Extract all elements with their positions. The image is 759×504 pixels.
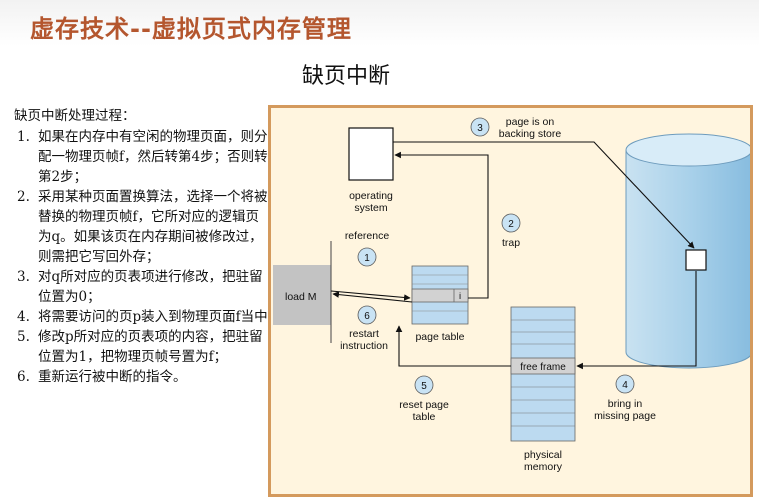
free-frame-label: free frame [520, 362, 566, 373]
step-marker-6: 6 [357, 305, 377, 325]
page-on-store-label-line1: page is on [506, 116, 555, 128]
step-number: 5. [17, 329, 30, 345]
step-number: 4 [622, 380, 628, 391]
restart-label-line1: restart [349, 328, 379, 340]
arrow-restart [332, 291, 413, 303]
os-label-line1: operating [349, 190, 393, 202]
diagram-svg: operating system load M i page table fre… [273, 116, 753, 473]
bring-in-label-line2: missing page [594, 410, 656, 422]
reset-label-line1: reset page [399, 399, 449, 411]
page-fault-diagram: operating system load M i page table fre… [268, 105, 753, 497]
arrow-trap [394, 151, 489, 299]
slide-subtitle: 缺页中断 [302, 64, 391, 89]
step-number: 3 [477, 123, 483, 134]
step-number: 5 [421, 381, 427, 392]
header-bar: 虚存技术--虚拟页式内存管理 [0, 0, 759, 46]
missing-page-block [685, 249, 707, 271]
arrow-bring-in [576, 271, 697, 370]
bring-in-label-line1: bring in [608, 398, 643, 410]
step-marker-3: 3 [470, 117, 490, 137]
valid-bit: i [459, 291, 461, 302]
page-on-store-label-line2: backing store [499, 128, 562, 140]
step-number: 4. [17, 309, 30, 325]
os-label-line2: system [354, 202, 388, 214]
step-number: 1 [364, 253, 370, 264]
step-text: 采用某种页面置换算法，选择一个将被替换的物理页帧f，它所对应的逻辑页为q。如果该… [38, 189, 268, 265]
process-step: 6. 重新运行被中断的指令。 [14, 367, 270, 387]
step-text: 将需要访问的页p装入到物理页面f当中 [38, 309, 268, 325]
process-step: 5. 修改p所对应的页表项的内容，把驻留位置为1，把物理页帧号置为f； [14, 327, 270, 367]
step-text: 重新运行被中断的指令。 [38, 369, 187, 385]
disk-top [625, 133, 753, 167]
arrow-reset-table [395, 325, 511, 367]
program-box [273, 265, 331, 325]
step-text: 如果在内存中有空闲的物理页面，则分配一物理页帧f，然后转第4步；否则转第2步； [38, 129, 268, 185]
restart-label-line2: instruction [340, 340, 388, 352]
step-number: 2 [508, 219, 514, 230]
arrow-page-on-store [393, 141, 695, 249]
step-marker-5: 5 [414, 375, 434, 395]
step-number: 6 [364, 311, 370, 322]
os-box [348, 127, 394, 181]
process-step: 4. 将需要访问的页p装入到物理页面f当中 [14, 307, 270, 327]
step-marker-4: 4 [615, 374, 635, 394]
step-marker-1: 1 [357, 247, 377, 267]
step-marker-2: 2 [501, 213, 521, 233]
step-text: 修改p所对应的页表项的内容，把驻留位置为1，把物理页帧号置为f； [38, 329, 263, 365]
process-text: 缺页中断处理过程： 1. 如果在内存中有空闲的物理页面，则分配一物理页帧f，然后转… [14, 106, 270, 387]
load-label: load M [285, 291, 317, 303]
reference-label: reference [345, 230, 390, 242]
page-table-label: page table [415, 331, 464, 343]
slide-title: 虚存技术--虚拟页式内存管理 [30, 15, 352, 43]
physical-memory-label-line1: physical [524, 449, 562, 461]
step-number: 6. [17, 369, 30, 385]
process-heading: 缺页中断处理过程： [14, 108, 136, 124]
step-number: 2. [17, 189, 30, 205]
process-step: 2. 采用某种页面置换算法，选择一个将被替换的物理页帧f，它所对应的逻辑页为q。如… [14, 187, 270, 267]
step-number: 1. [17, 129, 30, 145]
step-number: 3. [17, 269, 30, 285]
physical-memory-label-line2: memory [524, 461, 563, 473]
arrow-reference [330, 290, 411, 301]
process-step: 3. 对q所对应的页表项进行修改，把驻留位置为0； [14, 267, 270, 307]
trap-label: trap [502, 237, 520, 249]
reset-label-line2: table [413, 411, 436, 423]
step-text: 对q所对应的页表项进行修改，把驻留位置为0； [38, 269, 263, 305]
process-step: 1. 如果在内存中有空闲的物理页面，则分配一物理页帧f，然后转第4步；否则转第2步… [14, 127, 270, 187]
